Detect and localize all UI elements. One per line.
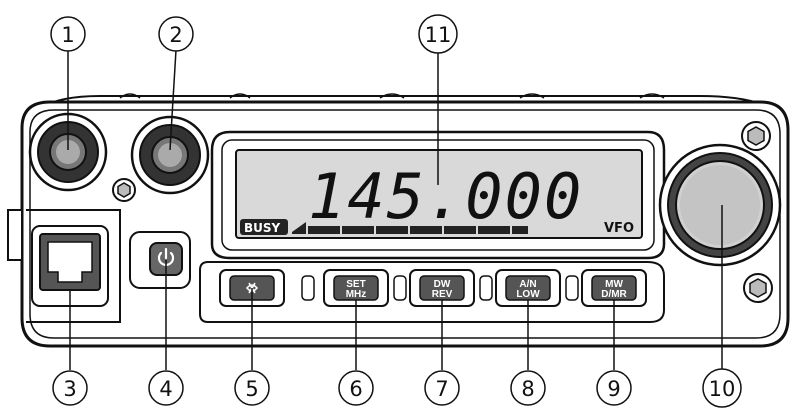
screw-top-right bbox=[741, 121, 771, 151]
callout-6-label: 6 bbox=[349, 377, 362, 401]
callout-4: 4 bbox=[148, 370, 184, 406]
mw-dmr-label-top: MW bbox=[605, 279, 623, 290]
callout-10: 10 bbox=[702, 368, 742, 408]
callout-8: 8 bbox=[510, 370, 546, 406]
led-slot bbox=[565, 275, 579, 301]
callout-9: 9 bbox=[596, 370, 632, 406]
squelch-knob[interactable] bbox=[130, 115, 210, 195]
led-slot bbox=[393, 275, 407, 301]
callout-5-label: 5 bbox=[245, 377, 258, 401]
led-slot bbox=[301, 275, 315, 301]
callout-1-label: 1 bbox=[61, 23, 74, 47]
an-low-label-bottom: LOW bbox=[516, 289, 540, 300]
signal-meter bbox=[292, 222, 528, 234]
callout-2-label: 2 bbox=[169, 23, 182, 47]
callout-7: 7 bbox=[424, 370, 460, 406]
dw-rev-label-top: DW bbox=[434, 279, 451, 290]
busy-indicator: BUSY bbox=[244, 221, 281, 235]
callout-1: 1 bbox=[50, 16, 86, 52]
screw-bottom-right bbox=[743, 273, 773, 303]
led-slot bbox=[479, 275, 493, 301]
power-button[interactable] bbox=[129, 231, 191, 289]
callout-8-label: 8 bbox=[521, 377, 534, 401]
lcd-display: 145.000 BUSY VFO bbox=[235, 149, 643, 239]
callout-7-label: 7 bbox=[435, 377, 448, 401]
callout-9-label: 9 bbox=[607, 377, 620, 401]
an-low-label-top: A/N bbox=[519, 279, 536, 290]
callout-4-label: 4 bbox=[159, 377, 172, 401]
set-mhz-label-top: SET bbox=[346, 279, 365, 290]
volume-knob[interactable] bbox=[28, 112, 108, 192]
mw-dmr-label-bottom: D/MR bbox=[601, 289, 627, 300]
callout-6: 6 bbox=[338, 370, 374, 406]
callout-10-label: 10 bbox=[709, 377, 736, 401]
set-mhz-button[interactable]: SET MHz bbox=[323, 269, 389, 307]
mic-jack[interactable] bbox=[39, 233, 101, 291]
tuning-dial[interactable] bbox=[658, 143, 782, 267]
dw-rev-label-bottom: REV bbox=[432, 289, 453, 300]
callout-2: 2 bbox=[158, 16, 194, 52]
callout-11-label: 11 bbox=[425, 23, 452, 47]
callout-leader-lines bbox=[67, 49, 723, 370]
vfo-indicator: VFO bbox=[604, 221, 634, 236]
callout-3: 3 bbox=[52, 370, 88, 406]
callout-11: 11 bbox=[418, 14, 458, 54]
frequency-readout: 145.000 bbox=[308, 160, 583, 233]
screw-left bbox=[112, 178, 136, 202]
dw-rev-button[interactable]: DW REV bbox=[409, 269, 475, 307]
callout-5: 5 bbox=[234, 370, 270, 406]
callout-3-label: 3 bbox=[63, 377, 76, 401]
mw-dmr-button[interactable]: MW D/MR bbox=[581, 269, 647, 307]
set-mhz-label-bottom: MHz bbox=[346, 289, 367, 300]
